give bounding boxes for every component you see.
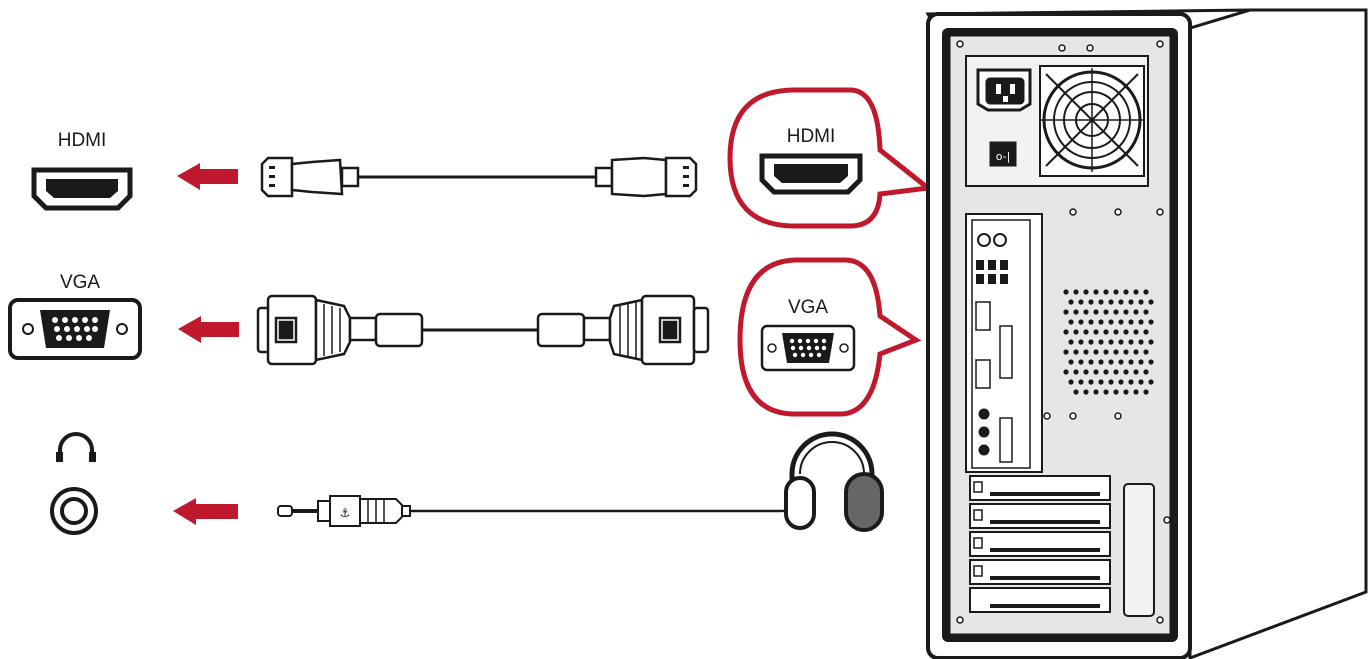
headphone-icon	[56, 432, 96, 462]
svg-text:o-|: o-|	[996, 150, 1011, 163]
headphones-icon	[784, 431, 884, 532]
vent-grid	[1063, 289, 1154, 395]
hdmi-callout: HDMI	[727, 87, 935, 229]
vga-callout: VGA	[737, 257, 922, 417]
hdmi-callout-port-icon	[759, 153, 863, 195]
vga-port-group: VGA	[8, 272, 142, 360]
vga-callout-label: VGA	[788, 297, 828, 318]
audio-port-group	[50, 432, 98, 535]
vga-port-label: VGA	[60, 272, 100, 293]
vga-arrow-icon	[178, 316, 239, 343]
audio-jack-icon	[50, 487, 98, 535]
svg-text:⚓: ⚓	[340, 506, 351, 520]
audio-cable-icon: ⚓	[277, 495, 808, 527]
left-arrow-icon	[173, 163, 239, 525]
computer-tower-icon: o-|	[925, 8, 1368, 659]
hdmi-cable-icon	[260, 156, 698, 198]
hdmi-arrow-icon	[177, 163, 238, 190]
vga-port-icon	[8, 298, 142, 360]
hdmi-callout-label: HDMI	[787, 126, 836, 147]
hdmi-port-group: HDMI	[31, 130, 133, 211]
hdmi-port-label: HDMI	[58, 130, 107, 151]
vga-callout-port-icon	[760, 324, 856, 372]
audio-arrow-icon	[173, 498, 238, 525]
vga-cable-icon	[256, 294, 710, 366]
hdmi-port-icon	[31, 167, 133, 211]
